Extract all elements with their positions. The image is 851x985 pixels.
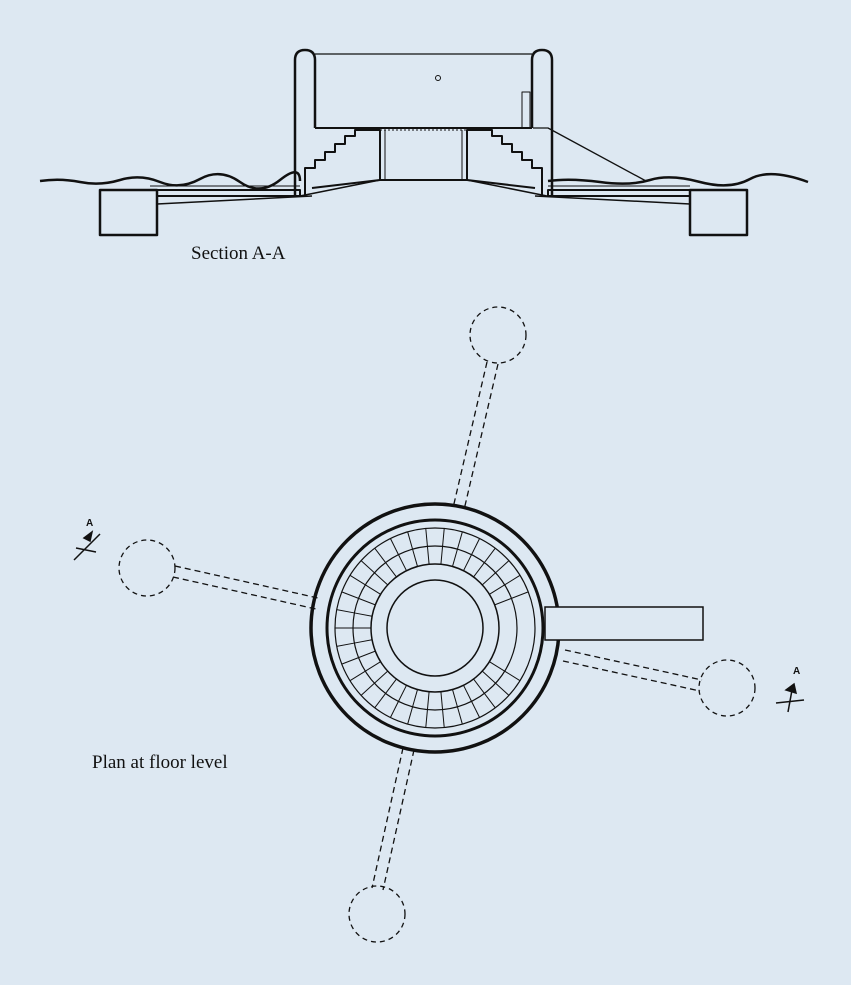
stair-steps <box>335 528 529 728</box>
foundation-left <box>98 188 159 237</box>
stair-tread-outer <box>360 682 375 696</box>
corridor-north <box>452 361 499 511</box>
section-drawing <box>39 48 809 237</box>
section-marker-left <box>73 530 101 561</box>
corridor-east <box>562 649 703 692</box>
stair-right <box>466 129 543 196</box>
stair-tread-inner <box>412 689 418 708</box>
stair-tread-outer <box>425 709 428 728</box>
stair-tread-inner <box>354 639 373 644</box>
stair-tread-outer <box>349 574 366 586</box>
stair-tread-outer <box>471 538 481 555</box>
stair-tread-inner <box>463 685 472 702</box>
stair-tread-outer <box>511 591 529 599</box>
stair-tread-outer <box>471 701 481 718</box>
stair-tread-outer <box>456 706 463 725</box>
stair-tread-outer <box>442 528 445 547</box>
central-well <box>386 579 484 677</box>
stair-tread-inner <box>481 572 496 586</box>
stair-tread-outer <box>341 591 359 599</box>
stair-tread-outer <box>495 560 510 574</box>
ground-line-right <box>547 173 809 187</box>
stair-tread-inner <box>374 572 389 586</box>
stair-tread-outer <box>504 574 521 586</box>
plan-caption: Plan at floor level <box>92 752 228 773</box>
stair-tread-inner <box>494 597 512 606</box>
stair-tread-outer <box>389 538 399 555</box>
stair-tread-inner <box>412 548 418 567</box>
stair-tread-outer <box>484 693 496 709</box>
stair-tread-inner <box>385 678 397 694</box>
stair-tread-inner <box>473 678 485 694</box>
stair-tread-outer <box>336 609 355 614</box>
stair-tread-outer <box>442 709 445 728</box>
section-marker-right <box>775 682 805 713</box>
vessel-left-wall <box>293 48 317 196</box>
stair-tread-outer <box>374 547 386 563</box>
stair-tread-inner <box>481 670 496 684</box>
section-mark-left-label: A <box>86 518 94 529</box>
satellite-north <box>469 306 527 364</box>
satellite-east <box>698 659 756 717</box>
stair-tread-inner <box>452 689 458 708</box>
plan-drawing <box>73 306 805 943</box>
foundation-right <box>688 188 749 237</box>
stair-tread-outer <box>349 670 366 682</box>
stair-tread-outer <box>407 706 414 725</box>
stair-tread-inner <box>440 546 444 565</box>
stair-tread-inner <box>426 691 430 710</box>
stair-tread-inner <box>358 650 376 659</box>
stair-tread-inner <box>452 548 458 567</box>
stair-tread-outer <box>407 531 414 550</box>
ground-line-left <box>39 171 302 190</box>
stair-tread-inner <box>489 661 505 672</box>
stair-tread-outer <box>456 531 463 550</box>
stair-tread-inner <box>385 562 397 578</box>
stair-tread-inner <box>365 661 381 672</box>
stair-tread-outer <box>389 701 399 718</box>
stair-tread-inner <box>398 554 407 571</box>
satellite-west <box>118 539 176 597</box>
stair-tread-inner <box>440 691 444 710</box>
stair-tread-inner <box>365 584 381 595</box>
stair-tread-inner <box>426 546 430 565</box>
stair-tread-outer <box>374 693 386 709</box>
stair-tread-inner <box>374 670 389 684</box>
vessel-right-wall <box>530 48 554 196</box>
stair-tread-outer <box>341 657 359 665</box>
corridor-west <box>172 565 319 610</box>
section-mark-right-label: A <box>793 666 801 677</box>
entrance-passage <box>544 606 704 641</box>
stair-tread-inner <box>358 597 376 606</box>
stair-left <box>304 129 381 196</box>
stair-tread-outer <box>425 528 428 547</box>
satellite-south <box>348 885 406 943</box>
corridor-south <box>371 747 415 891</box>
stair-tread-inner <box>473 562 485 578</box>
stair-tread-outer <box>360 560 375 574</box>
stair-tread-outer <box>336 642 355 647</box>
stair-tread-outer <box>504 670 521 682</box>
stair-tread-outer <box>484 547 496 563</box>
stair-tread-inner <box>463 554 472 571</box>
stair-tread-inner <box>489 584 505 595</box>
stair-tread-outer <box>495 682 510 696</box>
rotunda-inner-wall <box>325 518 545 738</box>
stair-tread-inner <box>354 612 373 617</box>
stair-tread-inner <box>398 685 407 702</box>
section-caption: Section A-A <box>191 243 286 264</box>
